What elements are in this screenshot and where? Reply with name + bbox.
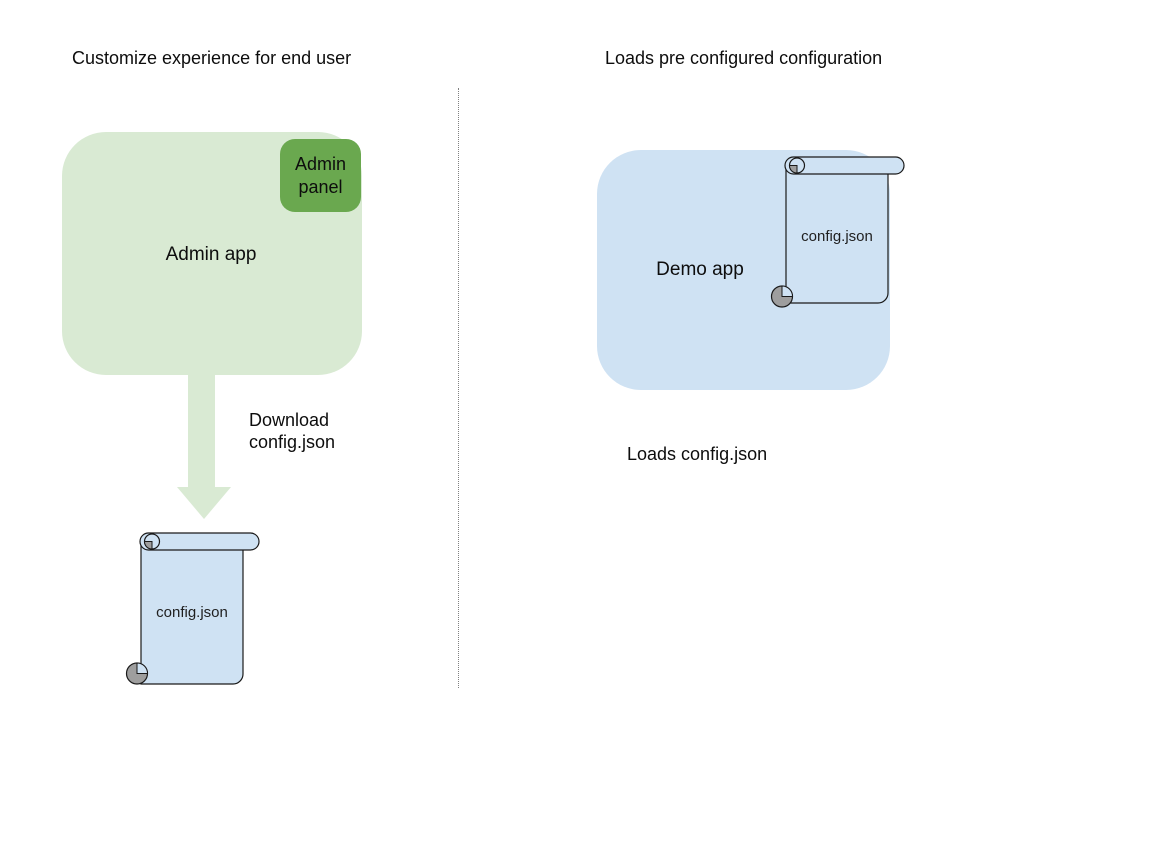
demo-app-label: Demo app (656, 259, 744, 280)
config-json-scroll-right: config.json (769, 155, 909, 311)
config-json-label-left: config.json (156, 604, 228, 621)
panel-divider (458, 88, 459, 688)
loads-config-caption: Loads config.json (627, 444, 768, 464)
download-config-label-line2: config.json (249, 432, 336, 452)
admin-panel-label: Admin panel (294, 153, 347, 197)
download-arrow-icon (177, 374, 231, 519)
config-json-label-right: config.json (801, 228, 873, 245)
config-json-scroll-left: config.json (124, 531, 264, 689)
left-panel-title: Customize experience for end user (72, 48, 352, 68)
scroll-shape-icon (770, 156, 905, 308)
download-config-label: Download config.json (249, 409, 335, 453)
admin-app-label: Admin app (165, 244, 257, 265)
admin-panel-box: Admin panel (280, 139, 361, 212)
scroll-shape-icon (125, 532, 260, 685)
download-config-label-line1: Download (249, 410, 330, 430)
right-panel-title: Loads pre configured configuration (605, 48, 883, 68)
